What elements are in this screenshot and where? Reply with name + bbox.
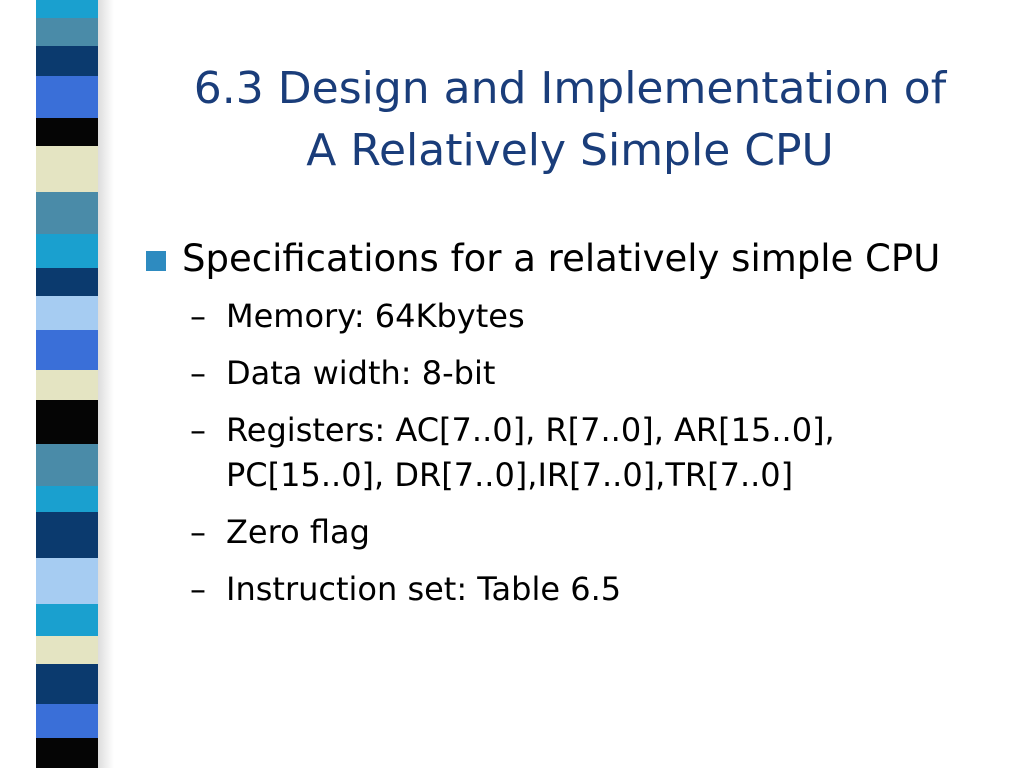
sub-bullet-text: Data width: 8-bit [226,354,496,392]
stripe-band [36,636,98,664]
stripe-band [36,296,98,330]
sub-bullet-text: Memory: 64Kbytes [226,297,525,335]
stripe-band [36,46,98,76]
dash-marker: – [190,297,206,335]
sub-bullet-text: Zero flag [226,513,370,551]
sub-bullet-memory: – Memory: 64Kbytes [140,294,1000,339]
stripe-band [36,604,98,636]
slide-title-line-2: A Relatively Simple CPU [306,125,834,176]
stripe-band [36,234,98,268]
bullet-item-specifications: Specifications for a relatively simple C… [140,232,1000,286]
stripe-band [36,558,98,604]
bullet-text: Specifications for a relatively simple C… [182,237,941,280]
sub-bullet-text: Instruction set: Table 6.5 [226,570,622,608]
stripe-band [36,444,98,486]
stripe-band [36,370,98,400]
slide-title: 6.3 Design and Implementation of A Relat… [150,58,990,182]
sub-bullet-text: Registers: AC[7..0], R[7..0], AR[15..0],… [226,411,835,494]
stripe-band [36,268,98,296]
dash-marker: – [190,570,206,608]
stripe-band [36,664,98,704]
stripe-band [36,400,98,444]
stripe-band [36,330,98,370]
dash-marker: – [190,411,206,449]
stripe-band [36,146,98,192]
stripe-band [36,486,98,512]
sub-bullet-registers: – Registers: AC[7..0], R[7..0], AR[15..0… [140,408,1000,498]
stripe-band [36,738,98,768]
sub-bullet-data-width: – Data width: 8-bit [140,351,1000,396]
stripe-band [36,0,98,18]
slide-title-line-1: 6.3 Design and Implementation of [193,63,947,114]
dash-marker: – [190,513,206,551]
color-band-stripe [36,0,98,768]
sub-bullet-instruction-set: – Instruction set: Table 6.5 [140,567,1000,612]
stripe-band [36,18,98,46]
stripe-band [36,512,98,558]
stripe-band [36,192,98,234]
decorative-stripe-border [0,0,118,768]
slide-body: Specifications for a relatively simple C… [140,232,1000,624]
stripe-band [36,118,98,146]
stripe-band [36,76,98,118]
sub-bullet-zero-flag: – Zero flag [140,510,1000,555]
stripe-band [36,704,98,738]
square-bullet-icon [146,251,166,271]
dash-marker: – [190,354,206,392]
